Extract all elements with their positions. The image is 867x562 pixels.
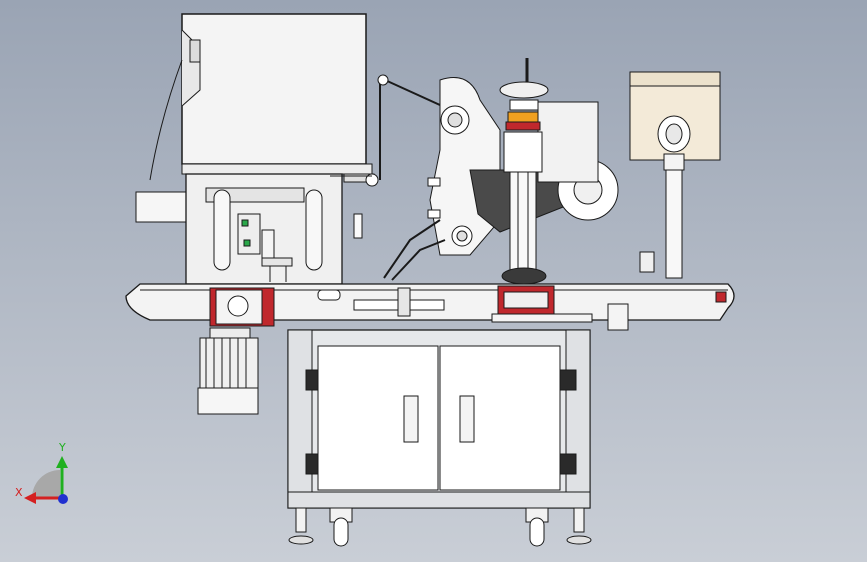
conveyor [125,267,735,331]
casters [329,507,549,547]
x-axis-label: X [15,486,23,499]
printer-frame [185,173,375,285]
cabinet-door-left [317,345,439,491]
cabinet-door-right [439,345,561,491]
camera-box [629,71,721,279]
press-cylinder [499,58,549,273]
y-axis-label: Y [59,441,66,454]
labeling-head [330,74,619,281]
z-axis-dot [58,494,68,504]
conveyor-motor [197,327,259,415]
coordinate-triad [24,456,68,504]
leveling-feet [288,507,592,545]
sensor-assembly [237,213,293,282]
